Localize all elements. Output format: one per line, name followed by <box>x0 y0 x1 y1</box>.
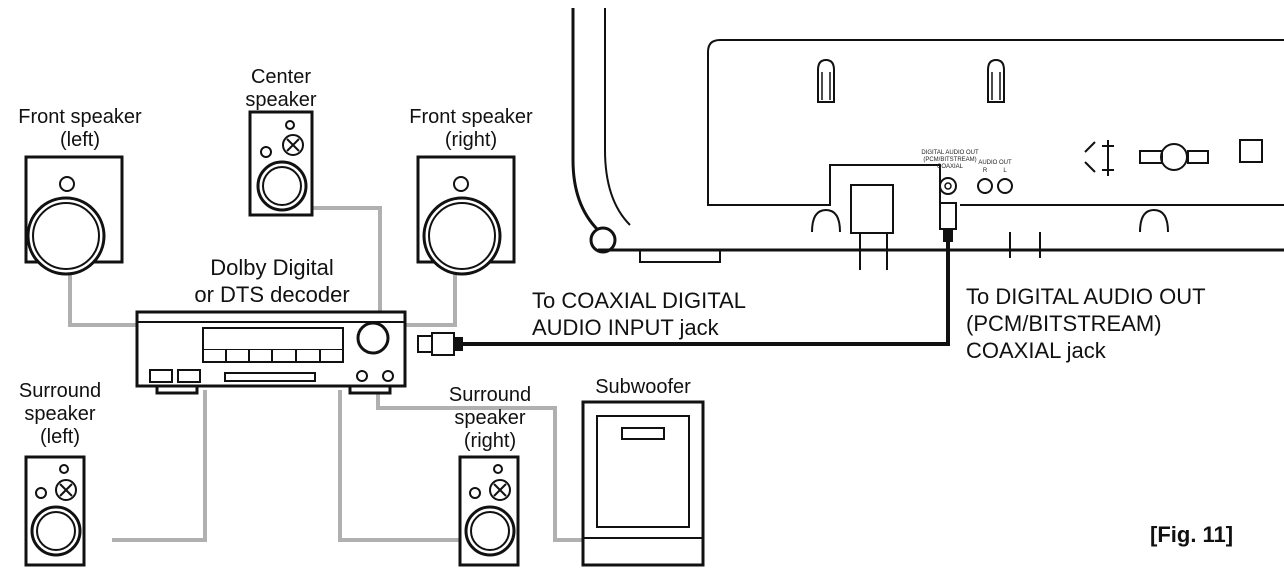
surround-left-label: Surround speaker (left) <box>18 380 102 448</box>
surround-left-speaker <box>24 455 86 567</box>
digital-out-label: To DIGITAL AUDIO OUT (PCM/BITSTREAM) COA… <box>966 284 1206 363</box>
front-right-label: Front speaker (right) <box>409 106 533 151</box>
tv-audio-out-label: AUDIO OUT <box>978 160 1012 166</box>
center-label: Center speaker <box>245 66 317 111</box>
tv-digital-jack-label: DIGITAL AUDIO OUT (PCM/BITSTREAM) COAXIA… <box>921 150 979 170</box>
subwoofer-label: Subwoofer <box>595 376 691 398</box>
subwoofer-unit <box>581 400 705 567</box>
center-speaker <box>248 110 314 217</box>
coax-run <box>460 228 950 346</box>
wire-surround-right <box>338 390 460 542</box>
tv-l-label: L <box>1003 168 1007 174</box>
surround-right-label: Surround speaker (right) <box>448 384 532 452</box>
decoder-unit <box>135 310 407 395</box>
wire-front-right <box>405 262 457 327</box>
decoder-label: Dolby Digital or DTS decoder <box>194 255 350 307</box>
wire-center <box>312 206 382 315</box>
coax-plug-decoder <box>417 332 463 356</box>
coax-plug-tv <box>939 202 957 242</box>
speaker-wires <box>68 206 583 542</box>
front-left-speaker <box>24 155 124 276</box>
front-right-speaker <box>416 155 516 276</box>
coaxial-cable <box>460 228 950 346</box>
front-left-label: Front speaker (left) <box>18 106 142 151</box>
tv-rear-panel <box>571 8 1284 270</box>
surround-right-speaker <box>458 455 520 567</box>
figure-number: [Fig. 11] <box>1150 522 1234 547</box>
wire-surround-left <box>112 390 207 542</box>
tv-r-label: R <box>982 168 988 174</box>
wire-front-left <box>68 262 140 327</box>
wire-subwoofer <box>376 390 583 542</box>
coax-input-label: To COAXIAL DIGITAL AUDIO INPUT jack <box>532 288 746 340</box>
